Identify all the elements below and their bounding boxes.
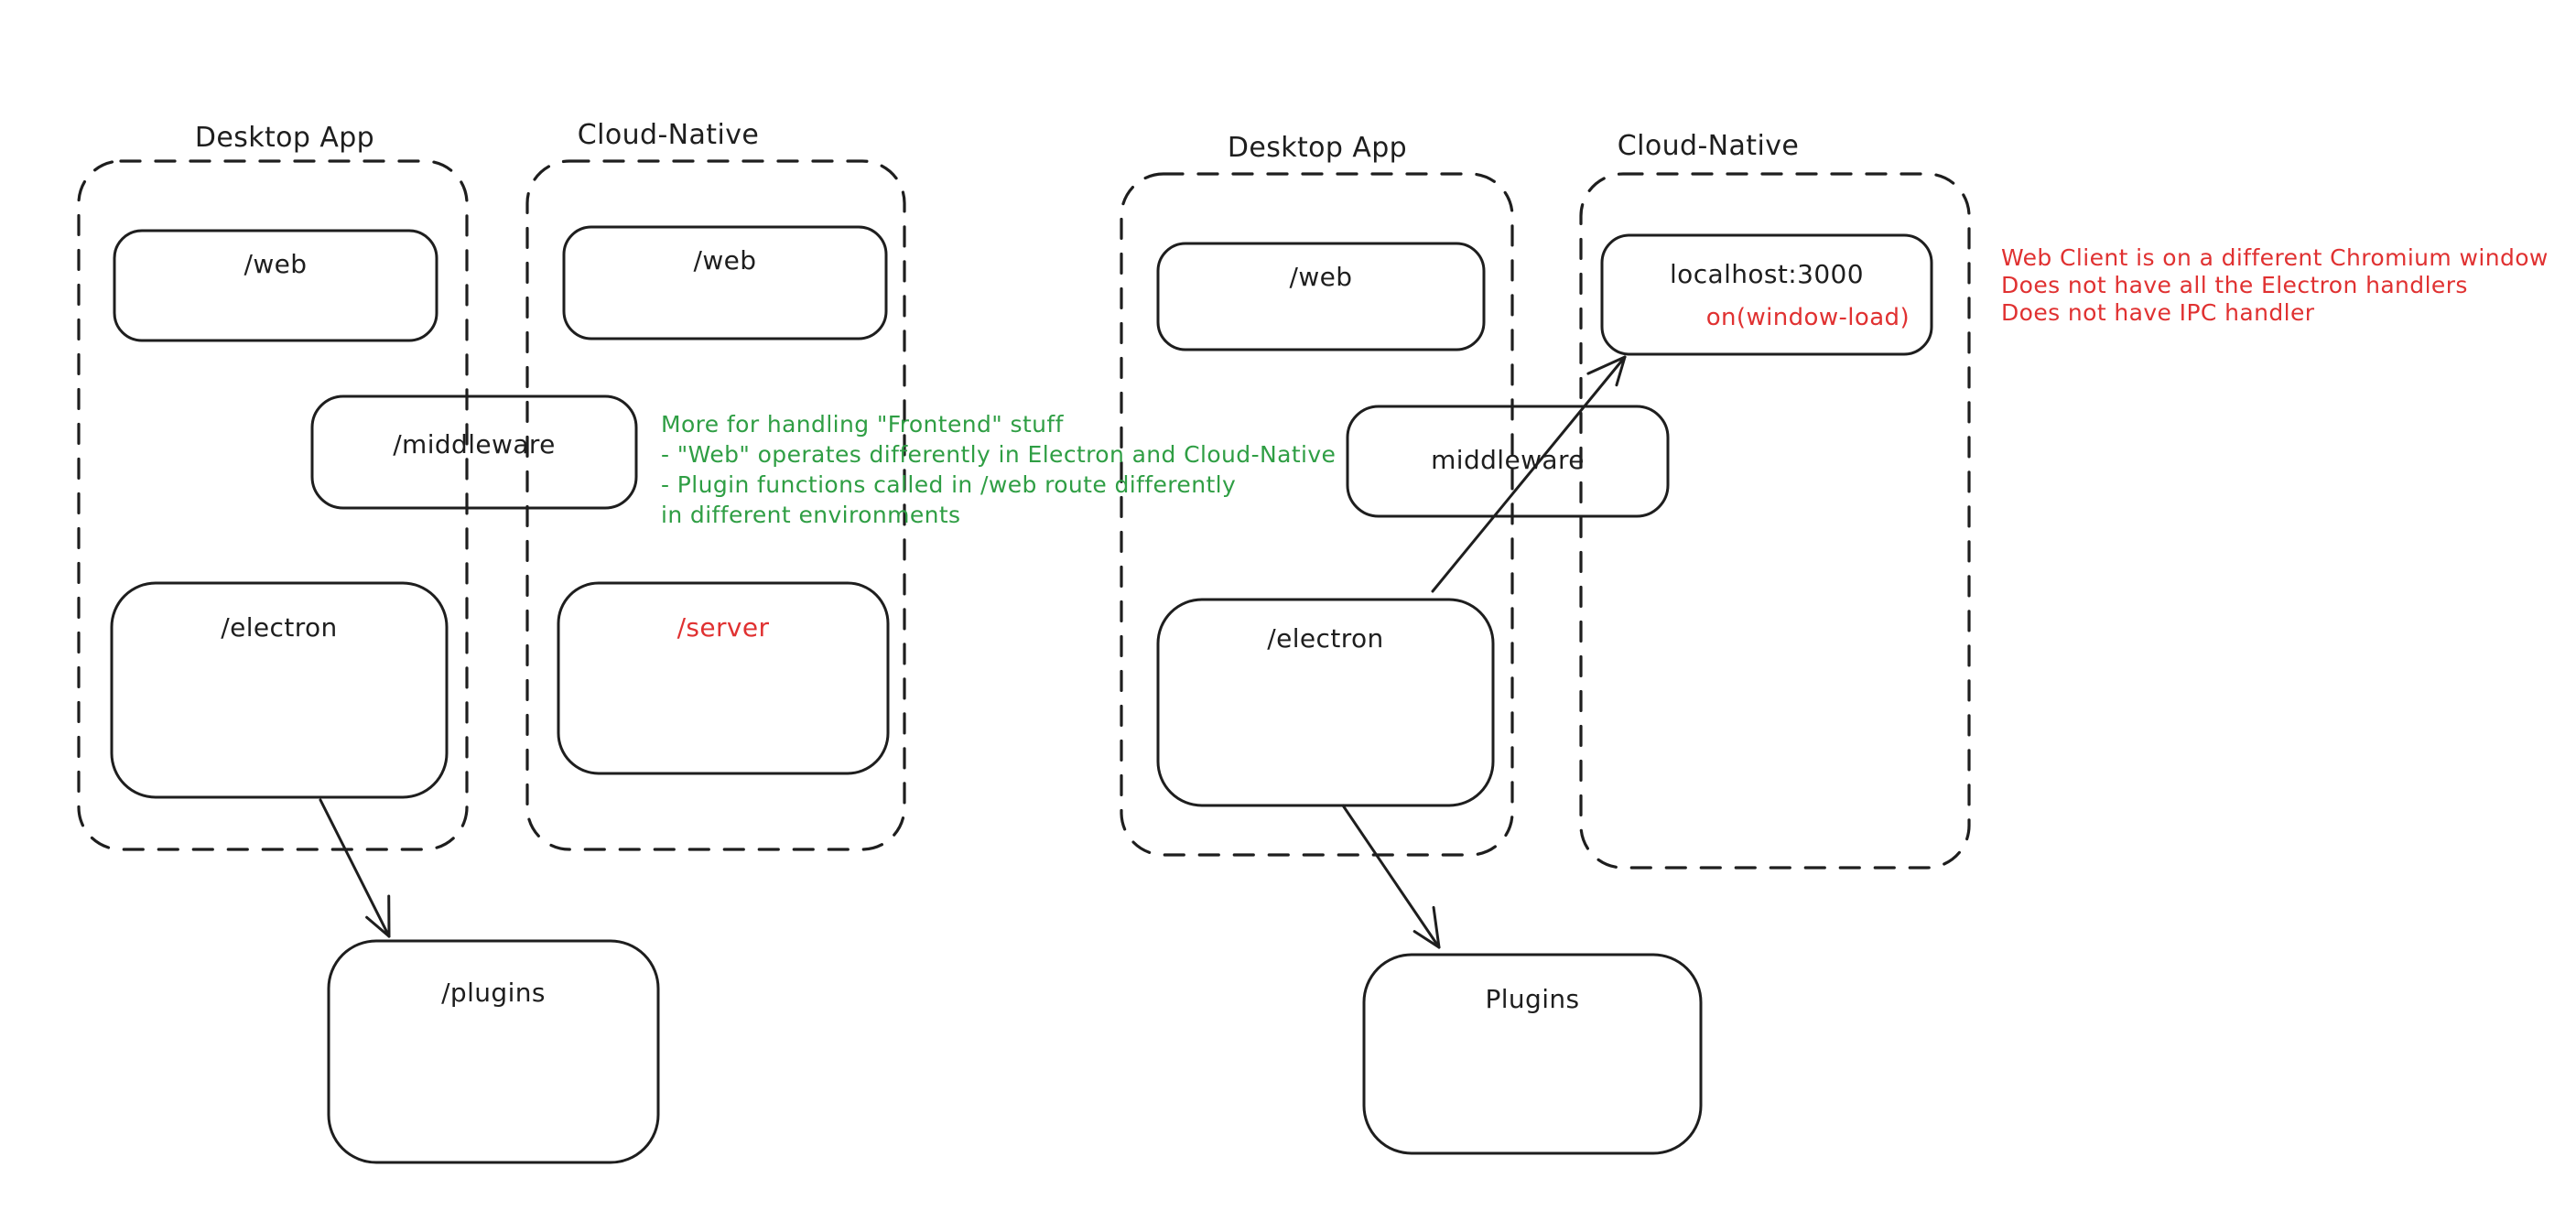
container-label-cloud-native-left: Cloud-Native [578,119,759,151]
node-label-electron-right: /electron [1267,623,1383,654]
annotation-middleware-note: More for handling "Frontend" stuff - "Web… [661,411,1336,528]
node-label-web-desktop-left: /web [244,249,308,279]
arrow-electron-to-localhost [1431,355,1627,593]
node-electron-left [110,581,449,799]
annotation-line: - Plugin functions called in /web route … [661,471,1236,498]
container-cloud-native-left [525,159,906,851]
annotation-line: Web Client is on a different Chromium wi… [2001,244,2549,271]
annotation-line: Does not have all the Electron handlers [2001,272,2468,298]
node-label-electron-left: /electron [221,612,337,643]
node-middleware-right [1346,405,1670,518]
node-web-desktop-left [113,229,438,342]
container-cloud-native-right [1579,172,1971,870]
arrow-electron-to-plugins-right [1341,804,1441,949]
node-middleware-left [310,394,638,510]
node-label-middleware-left: /middleware [393,429,556,459]
node-label-web-cloud-left: /web [694,245,757,276]
node-web-cloud-left [562,225,888,340]
node-sublabel-localhost-3000: on(window-load) [1706,304,1910,331]
node-label-plugins-left: /plugins [441,978,546,1008]
arrow-electron-to-plugins-left [319,798,391,938]
node-server-left [557,581,890,775]
container-label-desktop-app-right: Desktop App [1228,132,1407,164]
node-plugins-right [1362,953,1703,1155]
annotation-line: - "Web" operates differently in Electron… [661,441,1336,468]
node-electron-right [1156,598,1495,807]
node-web-desktop-right [1156,242,1486,351]
node-label-server-left: /server [677,612,770,643]
container-label-cloud-native-right: Cloud-Native [1618,130,1799,162]
annotation-line: in different environments [661,502,960,528]
annotation-web-client-note: Web Client is on a different Chromium wi… [2001,244,2549,326]
container-desktop-app-left [77,159,469,851]
node-localhost-3000 [1600,233,1933,356]
container-label-desktop-app-left: Desktop App [195,122,374,154]
node-label-localhost-3000: localhost:3000 [1670,259,1864,289]
node-plugins-left [327,939,660,1164]
node-label-middleware-right: middleware [1431,445,1585,475]
node-label-web-desktop-right: /web [1290,262,1353,292]
annotation-line: Does not have IPC handler [2001,299,2315,326]
node-label-plugins-right: Plugins [1485,984,1579,1014]
annotation-line: More for handling "Frontend" stuff [661,411,1065,438]
container-desktop-app-right [1120,172,1514,857]
